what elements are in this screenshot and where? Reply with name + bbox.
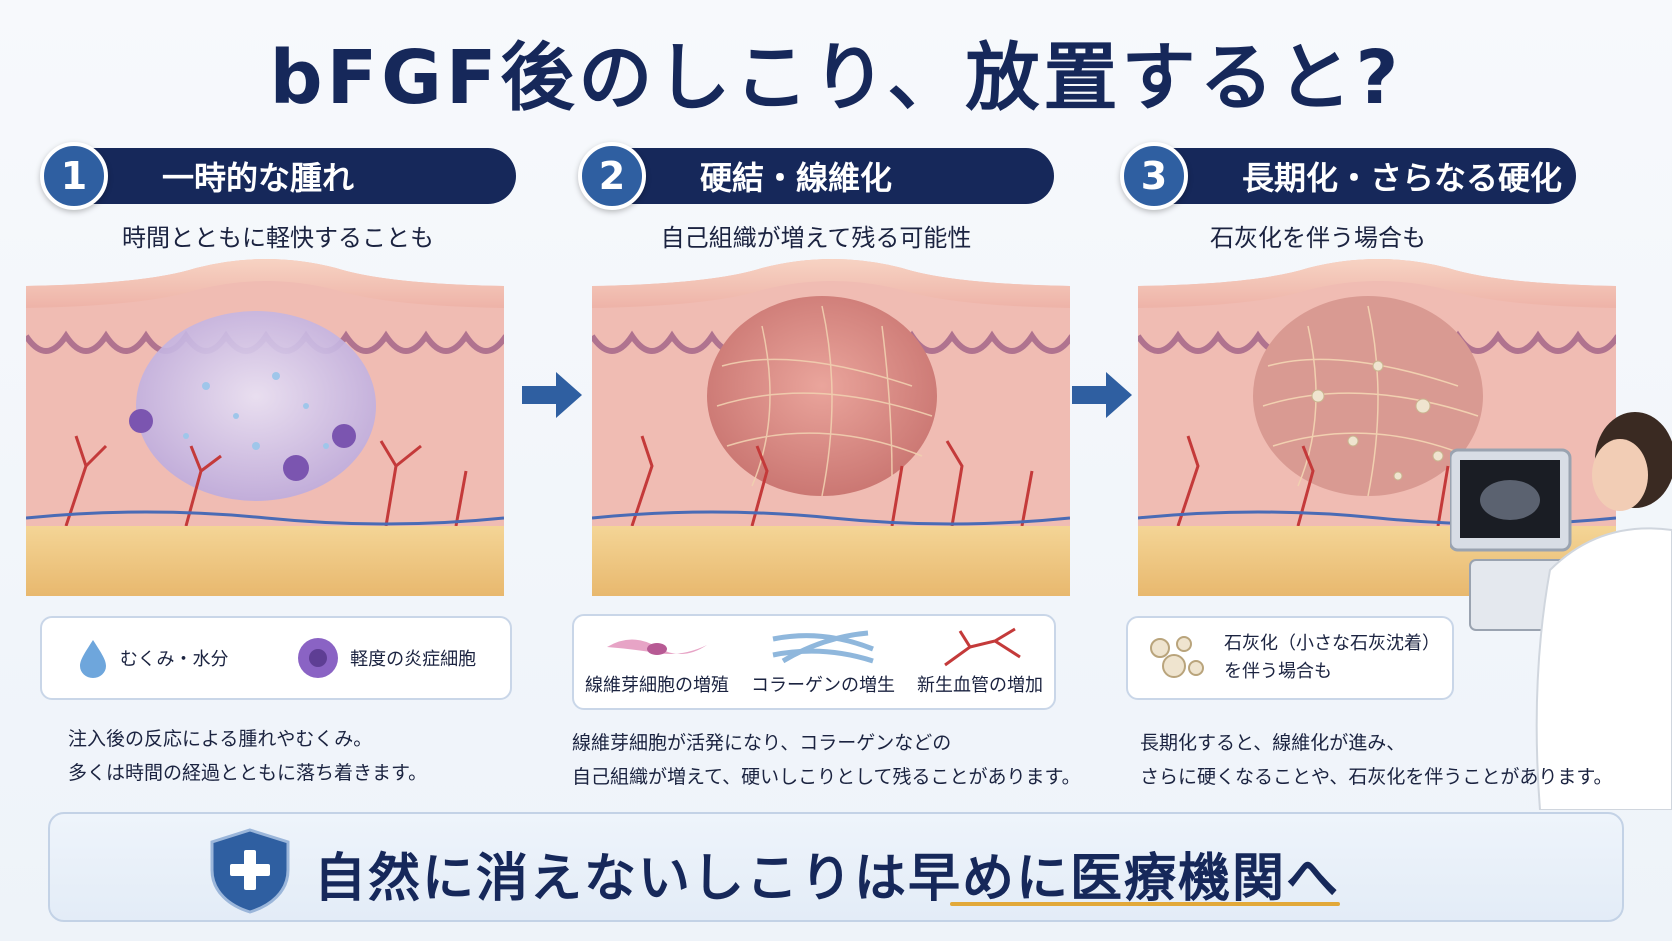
description-line: 多くは時間の経過とともに落ち着きます。 — [68, 762, 428, 784]
description-line: さらに硬くなることや、石灰化を伴うことがあります。 — [1140, 766, 1613, 788]
stage-3-label: 長期化・さらなる硬化 — [1242, 159, 1563, 197]
legend-item-fibroblast: 線維芽細胞の増殖 — [585, 627, 729, 697]
stage-1-subtitle: 時間とともに軽快することも — [122, 224, 434, 252]
stage-3-number: 3 — [1120, 142, 1188, 210]
fibroblast-icon — [607, 639, 707, 655]
doctor-ultrasound-illustration — [1450, 412, 1672, 810]
page-title: bFGF後のしこり、放置すると? — [269, 35, 1403, 121]
stage-1-description: 注入後の反応による腫れやむくみ。 多くは時間の経過とともに落ち着きます。 — [68, 722, 427, 790]
description-line: 長期化すると、線維化が進み、 — [1140, 732, 1406, 754]
water-drop-icon — [79, 640, 106, 678]
banner-underline — [950, 902, 1340, 906]
legend-label: 石灰化（小さな石灰沈着） — [1224, 633, 1440, 654]
legend-item-collagen: コラーゲンの増生 — [751, 627, 895, 697]
banner-text: 自然に消えないしこりは早めに医療機関へ — [314, 849, 1341, 909]
shield-cross-icon — [210, 828, 290, 914]
stage-3-pill: 3 長期化・さらなる硬化 — [1120, 142, 1576, 210]
blood-vessel-icon — [944, 627, 1021, 667]
stage-2-label: 硬結・線維化 — [700, 159, 893, 197]
stage-1-label: 一時的な腫れ — [162, 159, 355, 197]
legend-item-calcification: 石灰化（小さな石灰沈着） を伴う場合も — [1224, 630, 1440, 686]
stage-3-header: 3 長期化・さらなる硬化 石灰化を伴う場合も — [1108, 142, 1608, 253]
calcification-icon — [1150, 636, 1204, 678]
stage-2-legend: 線維芽細胞の増殖 コラーゲンの増生 新生血管の増加 — [572, 614, 1056, 710]
recommendation-banner: 自然に消えないしこりは早めに医療機関へ — [48, 812, 1624, 922]
legend-label: 線維芽細胞の増殖 — [585, 675, 729, 696]
stage-1-number: 1 — [40, 142, 108, 210]
stage-3-subtitle: 石灰化を伴う場合も — [1210, 224, 1426, 252]
legend-item-inflammatory-cells: 軽度の炎症細胞 — [296, 636, 476, 680]
stage-2-subtitle: 自己組織が増えて残る可能性 — [660, 224, 972, 252]
stage-1-legend: むくみ・水分 軽度の炎症細胞 — [40, 616, 512, 700]
stage-2-header: 2 硬結・線維化 自己組織が増えて残る可能性 — [566, 142, 1066, 253]
legend-label: 軽度の炎症細胞 — [350, 649, 477, 670]
progress-arrow-2-icon — [1072, 372, 1132, 418]
stage-1-header: 1 一時的な腫れ 時間とともに軽快することも — [28, 142, 528, 253]
stage-2-tissue-illustration — [592, 259, 1070, 596]
description-line: 注入後の反応による腫れやむくみ。 — [68, 728, 373, 750]
stage-2-description: 線維芽細胞が活発になり、コラーゲンなどの 自己組織が増えて、硬いしこりとして残る… — [572, 726, 1081, 794]
legend-label: むくみ・水分 — [119, 649, 229, 670]
description-line: 自己組織が増えて、硬いしこりとして残ることがあります。 — [572, 766, 1081, 788]
collagen-icon — [772, 630, 874, 664]
legend-label: 新生血管の増加 — [917, 675, 1043, 696]
legend-label-2: を伴う場合も — [1224, 661, 1332, 682]
progress-arrow-1-icon — [522, 372, 582, 418]
description-line: 線維芽細胞が活発になり、コラーゲンなどの — [572, 732, 952, 754]
stage-3-legend: 石灰化（小さな石灰沈着） を伴う場合も — [1126, 616, 1454, 700]
inflammatory-cell-icon — [298, 638, 339, 678]
stage-3-description: 長期化すると、線維化が進み、 さらに硬くなることや、石灰化を伴うことがあります。 — [1140, 726, 1613, 794]
stage-2-pill: 2 硬結・線維化 — [578, 142, 1054, 210]
legend-label: コラーゲンの増生 — [751, 675, 895, 696]
stage-1-pill: 1 一時的な腫れ — [40, 142, 516, 210]
legend-item-blood-vessel: 新生血管の増加 — [917, 627, 1043, 697]
legend-item-edema: むくみ・水分 — [76, 638, 229, 678]
stage-2-number: 2 — [578, 142, 646, 210]
stage-1-tissue-illustration — [26, 259, 504, 596]
